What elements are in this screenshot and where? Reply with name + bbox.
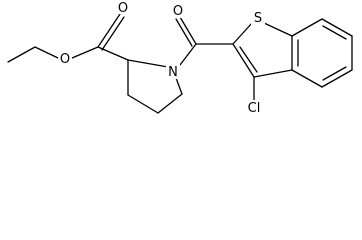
atom-carbonyl-oxygen-label: O [118, 1, 128, 16]
bond-c7a-c7 [291, 18, 323, 37]
bond-c2-n [127, 59, 169, 68]
bond-c2thio-c3thio [232, 43, 255, 78]
bond-c2thio-s [232, 22, 253, 45]
bond-c7-c6-inner [322, 25, 347, 40]
bond-ch3-ch2 [7, 46, 36, 63]
bond-n-amidec [179, 43, 197, 66]
atom-ester-oxygen-label: O [60, 52, 70, 67]
bond-c5-c4-inner [322, 66, 347, 81]
bond-c4-c3a [291, 69, 323, 88]
bond-c5-n [175, 77, 183, 95]
structure-diagram: O O N O S Cl [7, 0, 353, 116]
bond-c7-c6 [321, 18, 353, 37]
atom-chlorine: Cl [243, 100, 265, 116]
bond-c4-c5 [157, 93, 183, 114]
atom-sulfur: S [251, 10, 265, 26]
atom-amide-oxygen-label: O [173, 4, 183, 19]
bond-ch2-o [34, 46, 59, 59]
bond-amide-o-double-b [175, 18, 193, 47]
bond-o-carbonylc [71, 46, 99, 59]
bond-c2thio-c3thio-inner [239, 46, 258, 73]
bond-carbonyl-o-double-b [101, 16, 125, 51]
atom-amide-oxygen: O [171, 3, 185, 19]
atom-ring-nitrogen-label: N [168, 65, 178, 80]
bond-c5-c4 [321, 69, 353, 88]
bond-amide-o-double-a [179, 16, 197, 45]
bond-carbonylc-c2 [97, 46, 129, 61]
bond-c3-c4 [127, 94, 159, 114]
atom-ring-nitrogen: N [166, 64, 180, 80]
bond-s-c7a [263, 22, 293, 37]
atom-sulfur-label: S [254, 11, 262, 26]
atom-chlorine-label: Cl [248, 101, 261, 116]
bond-carbonyl-o-double-a [97, 13, 121, 48]
atom-ester-oxygen: O [58, 51, 72, 67]
bond-c3thio-c3a [253, 69, 293, 78]
molecule-drawing: O O N O S Cl [7, 0, 353, 116]
atom-carbonyl-oxygen: O [116, 0, 130, 16]
